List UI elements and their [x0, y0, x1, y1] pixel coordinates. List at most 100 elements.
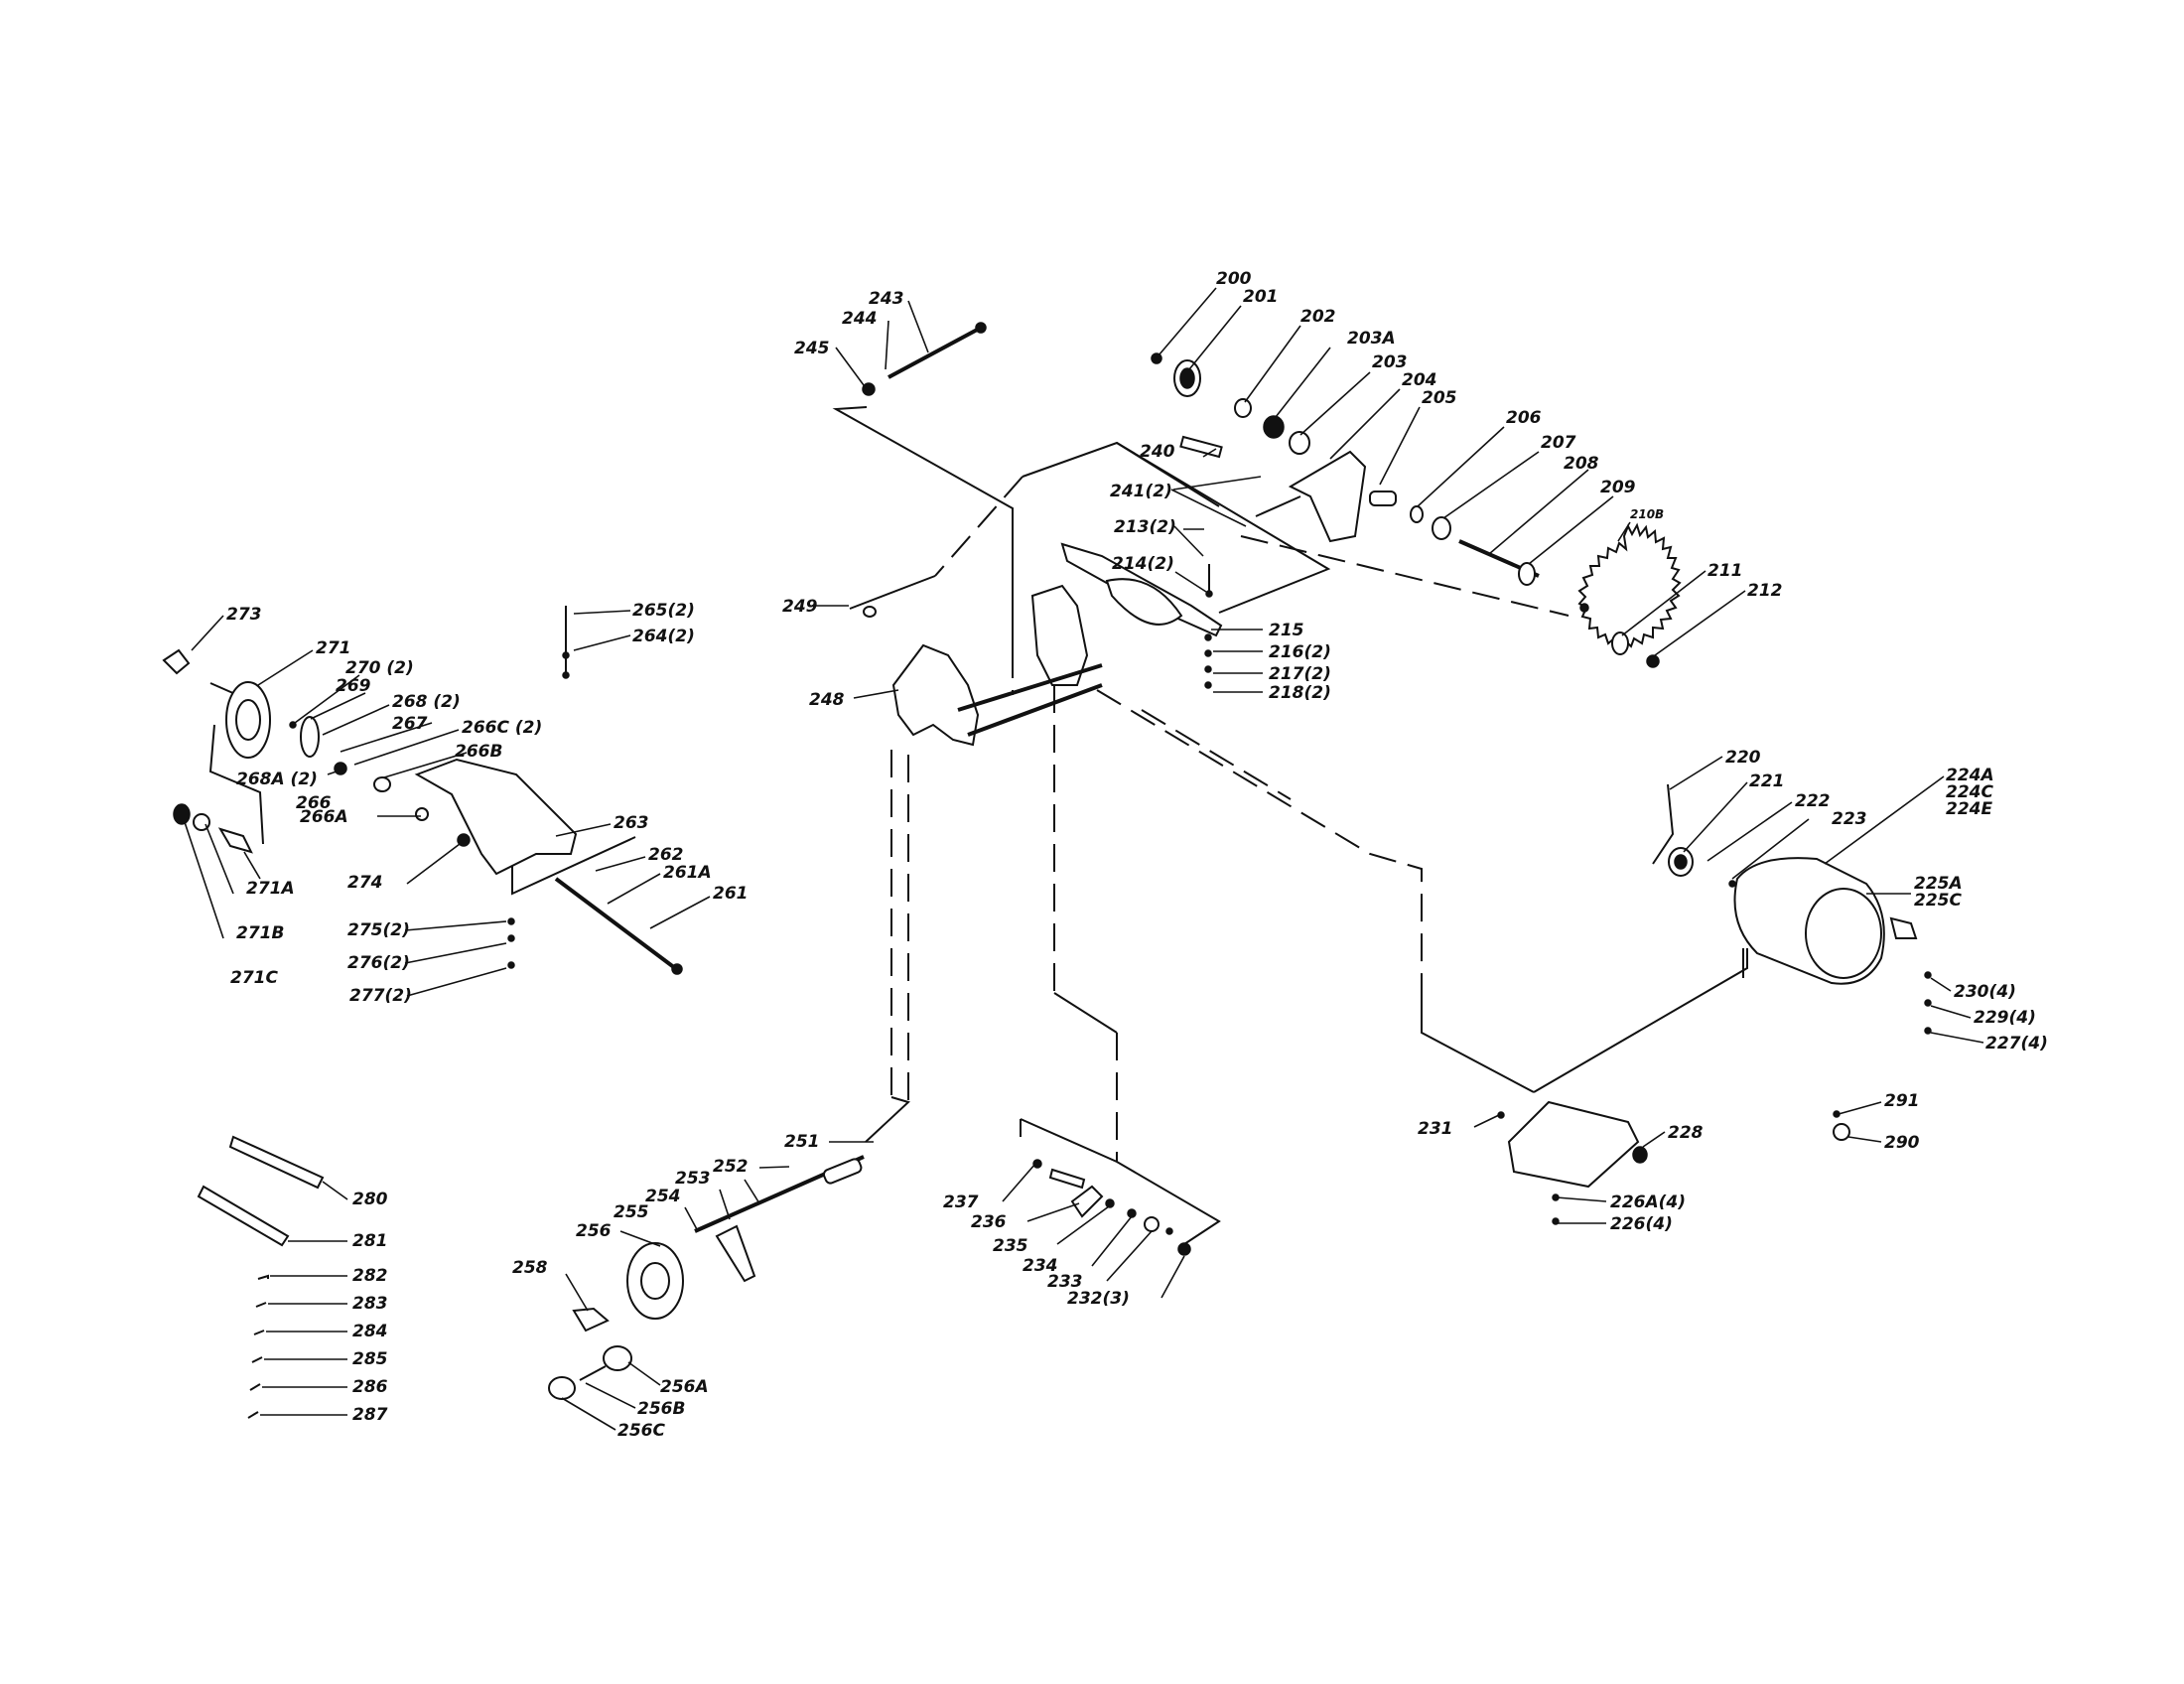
- guard-cover: [1105, 578, 1183, 626]
- tools: [197, 1135, 325, 1419]
- label-256C: 256C: [617, 1421, 665, 1441]
- handle-271A: [217, 827, 253, 854]
- label-237: 237: [943, 1193, 979, 1212]
- label-277: 277(2): [349, 986, 412, 1006]
- label-266C: 266C (2): [462, 718, 542, 738]
- label-263: 263: [614, 813, 649, 833]
- nut-212: [1646, 654, 1660, 668]
- pulley-201-center: [1179, 367, 1195, 389]
- nut-245: [862, 382, 876, 396]
- label-236: 236: [971, 1212, 1007, 1232]
- label-229: 229(4): [1974, 1008, 2036, 1028]
- label-226A: 226A(4): [1610, 1193, 1686, 1212]
- label-235: 235: [993, 1236, 1028, 1256]
- trunnion-front: [1030, 584, 1089, 686]
- label-224C: 224C: [1946, 782, 1993, 802]
- label-225A: 225A: [1914, 874, 1963, 894]
- label-253: 253: [675, 1169, 711, 1189]
- label-234: 234: [1023, 1256, 1058, 1276]
- label-287: 287: [352, 1405, 388, 1425]
- label-265: 265(2): [632, 601, 695, 621]
- flange-211: [1611, 632, 1629, 655]
- motor-plate-228: [1507, 1100, 1640, 1189]
- label-215: 215: [1269, 621, 1304, 640]
- label-222: 222: [1795, 791, 1831, 811]
- label-271B: 271B: [236, 923, 284, 943]
- label-258: 258: [512, 1258, 548, 1278]
- arbor-hole: [1579, 603, 1589, 613]
- switch-225: [1889, 916, 1918, 939]
- label-203A: 203A: [1347, 329, 1396, 349]
- shaft-240: [1179, 435, 1223, 459]
- washer-249: [863, 606, 877, 618]
- label-276: 276(2): [347, 953, 410, 973]
- label-227: 227(4): [1985, 1034, 2048, 1053]
- label-256A: 256A: [660, 1377, 709, 1397]
- label-233: 233: [1047, 1272, 1083, 1292]
- label-218: 218(2): [1269, 683, 1331, 703]
- label-262: 262: [648, 845, 684, 865]
- label-209: 209: [1600, 478, 1636, 497]
- label-266B: 266B: [455, 742, 502, 762]
- label-267: 267: [392, 714, 428, 734]
- label-256: 256: [576, 1221, 612, 1241]
- label-283: 283: [352, 1294, 388, 1314]
- label-290: 290: [1884, 1133, 1920, 1153]
- label-280: 280: [352, 1190, 388, 1209]
- belt-220: [1652, 783, 1675, 865]
- label-261: 261: [713, 884, 749, 904]
- label-245: 245: [794, 339, 830, 358]
- label-268A: 268A (2): [236, 770, 318, 789]
- arbor-bracket-204: [1288, 450, 1367, 543]
- label-249: 249: [782, 597, 818, 617]
- label-264: 264(2): [632, 627, 695, 646]
- rod-261: [554, 877, 677, 970]
- label-273: 273: [226, 605, 262, 625]
- label-223: 223: [1832, 809, 1867, 829]
- label-216: 216(2): [1269, 642, 1331, 662]
- rod-243: [887, 326, 982, 379]
- label-202: 202: [1300, 307, 1336, 327]
- washer-266B: [373, 776, 391, 792]
- label-232: 232(3): [1067, 1289, 1130, 1309]
- label-207: 207: [1541, 433, 1576, 453]
- nut-200: [1151, 352, 1162, 364]
- leader-lines: [184, 287, 1984, 1431]
- nut-274: [457, 833, 471, 847]
- label-285: 285: [352, 1349, 388, 1369]
- label-255: 255: [614, 1202, 649, 1222]
- label-270: 270 (2): [345, 658, 414, 678]
- washer-203: [1289, 431, 1310, 455]
- label-256B: 256B: [637, 1399, 685, 1419]
- label-243: 243: [869, 289, 904, 309]
- bushing-202: [1234, 398, 1252, 418]
- label-231: 231: [1418, 1119, 1453, 1139]
- label-286: 286: [352, 1377, 388, 1397]
- label-281: 281: [352, 1231, 388, 1251]
- washer-206: [1410, 505, 1424, 523]
- label-266: 266: [296, 793, 332, 813]
- wrench-280: [228, 1135, 325, 1190]
- flange-209: [1518, 562, 1536, 586]
- label-254: 254: [645, 1187, 681, 1206]
- label-271: 271: [316, 638, 351, 658]
- label-261A: 261A: [663, 863, 712, 883]
- trunnion-parts: [862, 322, 1103, 747]
- left-assembly-parts: [162, 648, 683, 975]
- bearing-203A: [1263, 415, 1285, 439]
- label-271C: 271C: [230, 968, 278, 988]
- label-244: 244: [842, 309, 878, 329]
- lever-255: [715, 1224, 756, 1283]
- trunnion-248: [891, 643, 980, 747]
- label-282: 282: [352, 1266, 388, 1286]
- label-241: 241(2): [1110, 482, 1172, 501]
- label-240: 240: [1140, 442, 1175, 462]
- label-211: 211: [1707, 561, 1743, 581]
- callout-labels: 200 201 202 203A 203 204 205 206 207 208…: [226, 269, 2048, 1441]
- label-205: 205: [1422, 388, 1457, 408]
- knob-271C: [173, 803, 191, 825]
- label-208: 208: [1564, 454, 1599, 474]
- label-224A: 224A: [1946, 766, 1994, 785]
- knob-256C: [548, 1376, 576, 1400]
